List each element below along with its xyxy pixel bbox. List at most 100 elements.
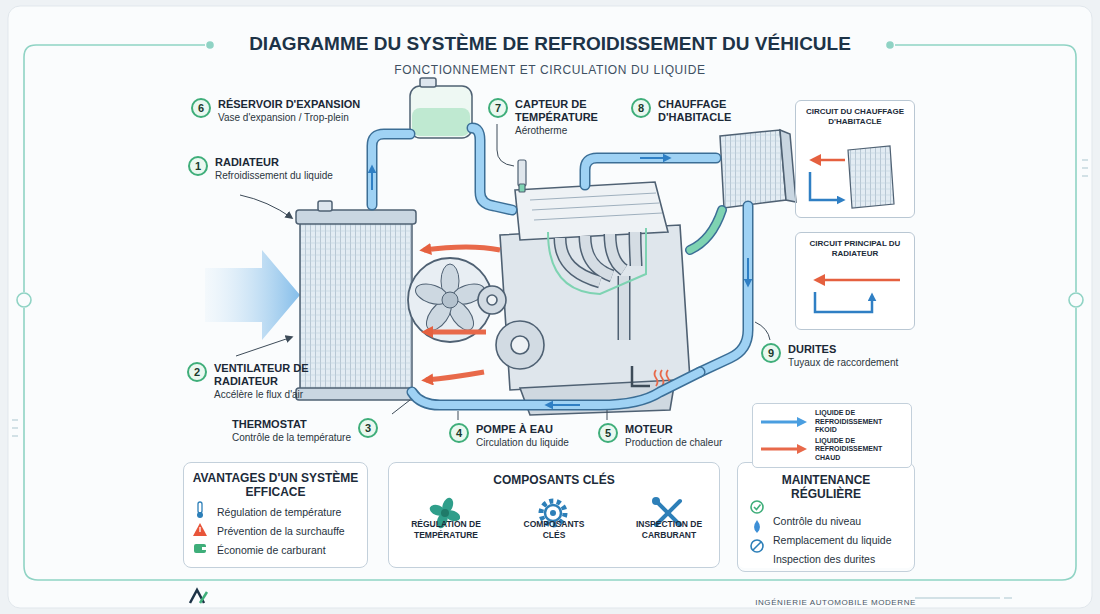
callout-text: RADIATEURRefroidissement du liquide [215,156,333,182]
label-row: RÉGULATION DE TEMPÉRATURECOMPOSANTS CLÉS… [397,519,711,541]
maintenance-icons [754,520,760,533]
component-label: INSPECTION DE CARBURANT [627,519,711,541]
subtitle: FONCTIONNEMENT ET CIRCULATION DU LIQUIDE [394,63,705,77]
panel-ground [737,462,915,568]
panel-item: Économie de carburant [217,544,359,557]
radiator [300,222,412,390]
panel-heading: CIRCUIT PRINCIPAL DU RADIATEUR [800,239,910,259]
component-label: COMPOSANTS CLÉS [512,519,596,541]
flow-arrows [424,247,500,250]
callout: 6RÉSERVOIR D'EXPANSIONVase d'expansion /… [191,98,360,124]
temperature-sensor [519,184,525,192]
heat-symbol [632,366,670,386]
flow-arrows [372,158,748,405]
heater-circuit-sketch [848,146,894,208]
coolant-hoses [412,372,700,405]
panel-heading: AVANTAGES D'UN SYSTÈME EFFICACE [192,471,359,499]
leader-lines [755,322,770,340]
panel-item: Remplacement du liquide [773,534,906,547]
coolant-hoses [372,134,410,205]
benefit-icons [193,523,207,536]
maintenance-icons [751,501,763,513]
maintenance-icons [753,542,761,550]
flow-arrows [426,372,484,380]
heat-symbol [632,366,650,386]
panel-heading: COMPOSANTS CLÉS [397,473,711,487]
coolant-hoses [372,128,748,405]
frame [207,42,213,48]
panel-item: Inspection des durites [773,553,906,566]
flow-arrows [426,330,486,335]
leader-lines [392,400,410,414]
legend-swatch-line [761,420,799,423]
circuit-panel: CIRCUIT PRINCIPAL DU RADIATEUR [795,232,915,330]
callout-description: Circulation du liquide [476,436,569,449]
callout-title: CHAUFFAGE D'HABITACLE [658,98,753,124]
frame [915,597,1012,599]
expansion-tank [410,78,472,138]
callout: 2VENTILATEUR DE RADIATEURAccélère le flu… [187,362,314,401]
maintenance-icons [751,501,763,552]
legend-swatch [759,416,809,428]
engine [511,336,529,354]
flow-arrows [548,404,580,406]
panel-ground [388,462,720,568]
callout-text: THERMOSTATContrôle de la température [232,418,351,444]
coolant-hoses [372,134,410,205]
callout-number: 8 [631,98,651,118]
coolant-hoses [690,210,722,250]
coolant-hoses [690,210,722,250]
air-flow-arrow [205,250,300,340]
callout-title: DURITES [788,343,898,356]
callout-title: POMPE À EAU [476,423,569,436]
benefit-icons [193,502,207,553]
callout-text: POMPE À EAUCirculation du liquide [476,423,569,449]
flow-arrows [371,168,373,190]
panel-item: Prévention de la surchauffe [217,525,359,538]
heater-core [720,130,786,208]
callout-title: CAPTEUR DE TEMPÉRATURE [515,98,610,124]
heater-core [720,130,796,208]
info-panel: COMPOSANTS CLÉSRÉGULATION DE TEMPÉRATURE… [388,462,720,568]
component-icons [652,497,660,505]
flow-arrows [640,157,668,159]
callout-text: RÉSERVOIR D'EXPANSIONVase d'expansion / … [218,98,360,124]
legend-item: LIQUIDE DE REFROIDISSEMENT CHAUD [759,437,907,463]
engine [478,286,506,314]
engine [530,193,662,220]
expansion-tank [420,78,436,87]
legend-swatch-head [797,444,807,454]
benefit-icons [197,512,203,518]
leader-lines [236,124,770,420]
info-panel: MAINTENANCE RÉGULIÈREContrôle du niveauR… [737,462,915,572]
benefit-icons [202,547,206,550]
logo [200,592,207,603]
radiator [296,201,416,400]
maintenance-icons [754,505,761,510]
panel-ground [795,232,915,330]
legend-item: LIQUIDE DE REFROIDISSEMENT FKOID [759,409,907,435]
component-icons [550,510,556,516]
engine [560,232,636,282]
leader-lines [236,337,292,356]
page-ground [8,6,1092,608]
panel-ground [183,462,368,568]
callout-text: DURITESTuyaux de raccordement [788,343,898,369]
panel-ground [795,100,915,218]
legend-swatch-head [797,417,807,427]
callout-title: THERMOSTAT [232,418,351,431]
callout-number: 4 [449,423,469,443]
frame [12,160,1088,436]
diagram-title: DIAGRAMME DU SYSTÈME DE REFROIDISSEMENT … [249,33,851,54]
leader-lines [607,410,608,420]
frame [1069,293,1083,307]
callout-text: CAPTEUR DE TEMPÉRATUREAérotherme [515,98,610,137]
frame [24,45,205,292]
callout-description: Production de chaleur [625,436,722,449]
logo [190,590,207,603]
heater-core [780,130,796,202]
coolant-hoses [585,158,716,185]
callout-description: Refroidissement du liquide [215,169,333,182]
callout: 7CAPTEUR DE TEMPÉRATUREAérotherme [488,98,610,137]
